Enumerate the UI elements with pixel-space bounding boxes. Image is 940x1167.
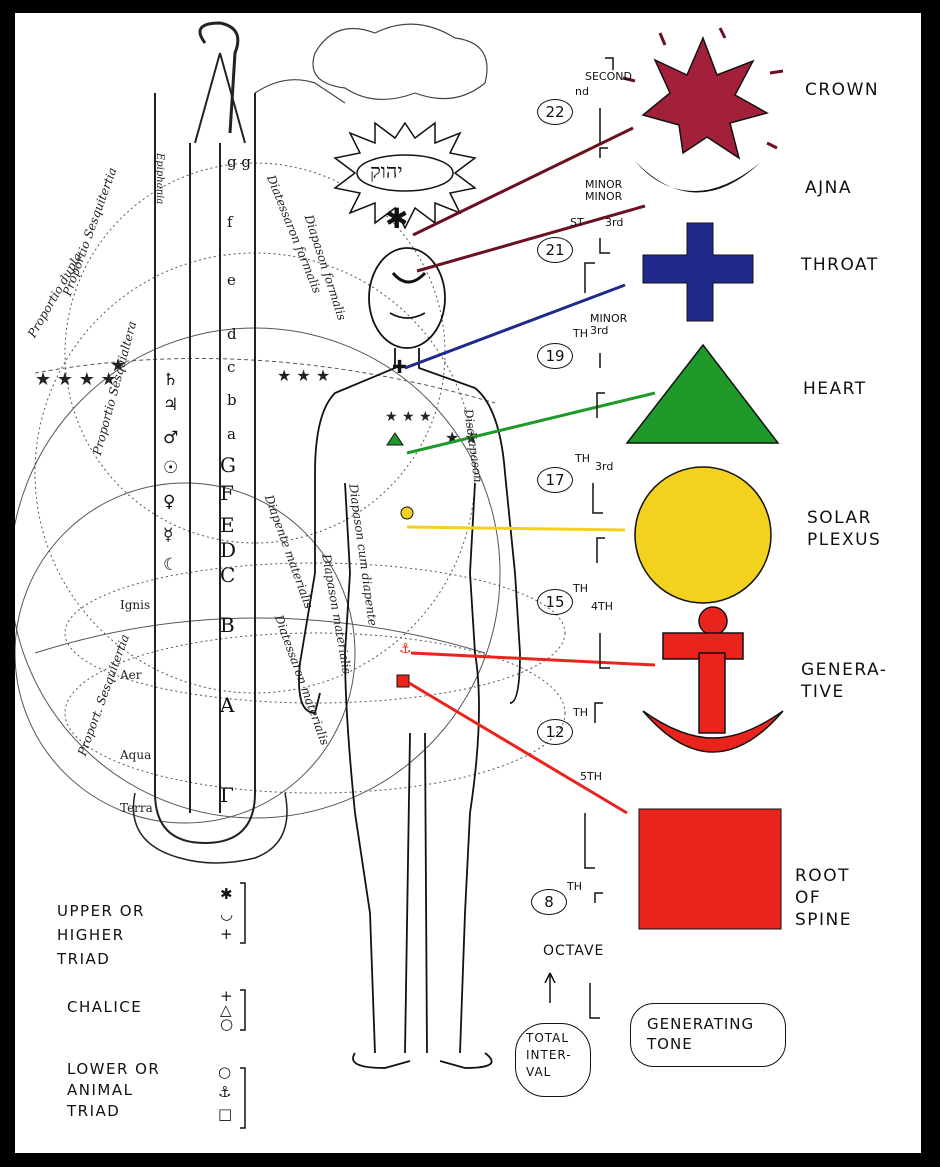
octave-number: 8 (531, 889, 567, 915)
solar-mark (401, 507, 413, 519)
interval-suffix: TH (573, 328, 588, 340)
monochord-letter: Γ (220, 783, 234, 807)
triad-brackets (240, 883, 245, 1128)
svg-text:★ ★ ★: ★ ★ ★ (277, 366, 330, 385)
triad-upper-chalice-icon: ◡ (220, 907, 233, 922)
triad-lower-circle-icon: ○ (218, 1065, 231, 1080)
triad-chalice-label: CHALICE (67, 998, 142, 1016)
monochord-letter: a (227, 425, 236, 443)
element-label: Ignis (120, 598, 150, 612)
chakra-symbols (623, 28, 783, 929)
tetragrammaton: יהוק (370, 159, 403, 184)
monochord-letter: E (220, 513, 235, 537)
svg-text:★ ★ ★ ★: ★ ★ ★ ★ (35, 369, 117, 390)
interval-name: MINOR 3rd (590, 313, 627, 337)
label-solar-plexus: SOLAR PLEXUS (807, 507, 881, 551)
planet-glyph-icon: ♀ (163, 495, 175, 510)
triad-upper-cross-icon: + (220, 927, 233, 942)
octave-label: OCTAVE (543, 943, 604, 959)
total-interval-box: TOTAL INTER- VAL (515, 1023, 591, 1097)
monochord (133, 23, 287, 863)
interval-suffix: ST (570, 217, 584, 229)
triad-lower-label: LOWER OR ANIMAL TRIAD (67, 1059, 160, 1122)
octave-suffix: TH (567, 881, 582, 893)
monochord-letter: F (220, 481, 234, 505)
circle-icon (635, 467, 771, 603)
planet-glyph-icon: ☿ (163, 528, 173, 543)
label-throat: THROAT (801, 254, 879, 276)
planet-glyph-icon: ♂ (163, 431, 178, 446)
triad-chalice-circle-icon: ○ (220, 1017, 233, 1032)
interval-number: 21 (537, 237, 573, 263)
interval-suffix: TH (573, 707, 588, 719)
cloud-hand (255, 24, 487, 103)
interval-name: 3rd (595, 461, 613, 473)
interval-suffix: TH (575, 453, 590, 465)
latin-label: Epiphania (154, 153, 165, 204)
generative-mark: ⚓ (399, 641, 412, 657)
monochord-letter: G (220, 453, 236, 477)
svg-text:★ ★ ★: ★ ★ ★ (385, 409, 432, 425)
connector-lines (405, 128, 655, 813)
interval-name: MINOR MINOR (585, 179, 622, 203)
monochord-letter: A (220, 693, 234, 717)
label-root: ROOT OF SPINE (795, 865, 852, 931)
monochord-letter: B (220, 613, 235, 637)
interval-name: 4TH (591, 601, 613, 613)
cross-icon (643, 223, 753, 321)
monochord-letter: b (227, 391, 237, 409)
monochord-letter: c (227, 358, 235, 376)
crescent-icon (635, 161, 760, 193)
triad-lower-square-icon: □ (218, 1107, 232, 1122)
triad-lower-anchor-icon: ⚓ (218, 1085, 231, 1100)
monochord-letter: D (220, 538, 236, 562)
diagram-page: ★ ★ ★ ★ ★ ★ ★ ★ ★ ★ ★ ★ ★ ✱ ✚ (15, 13, 921, 1153)
monochord-letter: C (220, 563, 235, 587)
triad-upper-star-icon: ✱ (220, 887, 233, 902)
element-label: Terra (120, 801, 153, 815)
crown-star-mark: ✱ (385, 202, 408, 235)
generating-tone-box: GENERATING TONE (630, 1003, 786, 1067)
interval-number: 12 (537, 719, 573, 745)
root-mark (397, 675, 409, 687)
monochord-letter: e (227, 271, 236, 289)
star-icon (643, 38, 767, 158)
label-crown: CROWN (805, 79, 879, 101)
monochord-letter: g g (227, 153, 251, 171)
planet-glyph-icon: ♃ (163, 398, 178, 413)
interval-number: 17 (537, 467, 573, 493)
label-generative: GENERA- TIVE (801, 659, 887, 703)
interval-name: SECOND (585, 71, 632, 83)
interval-number: 22 (537, 99, 573, 125)
heart-mark (387, 433, 403, 445)
ajna-mark (393, 273, 425, 282)
element-label: Aer (120, 668, 142, 682)
planet-glyph-icon: ☉ (163, 461, 178, 476)
anchor-icon (643, 607, 783, 752)
triad-upper-label: UPPER OR HIGHER TRIAD (57, 899, 145, 971)
planet-glyph-icon: ☾ (163, 558, 178, 573)
interval-suffix: nd (575, 86, 589, 98)
monochord-letter: f (227, 213, 233, 231)
interval-suffix: TH (573, 583, 588, 595)
monochord-letter: d (227, 325, 237, 343)
square-icon (639, 809, 781, 929)
interval-number: 15 (537, 589, 573, 615)
interval-name: 5TH (580, 771, 602, 783)
planet-glyph-icon: ♄ (163, 373, 178, 388)
element-label: Aqua (120, 748, 151, 762)
interval-number: 19 (537, 343, 573, 369)
label-heart: HEART (803, 378, 867, 400)
diagram-drawing: ★ ★ ★ ★ ★ ★ ★ ★ ★ ★ ★ ★ ★ ✱ ✚ (15, 13, 921, 1153)
label-ajna: AJNA (805, 177, 852, 199)
interval-name: 3rd (605, 217, 623, 229)
